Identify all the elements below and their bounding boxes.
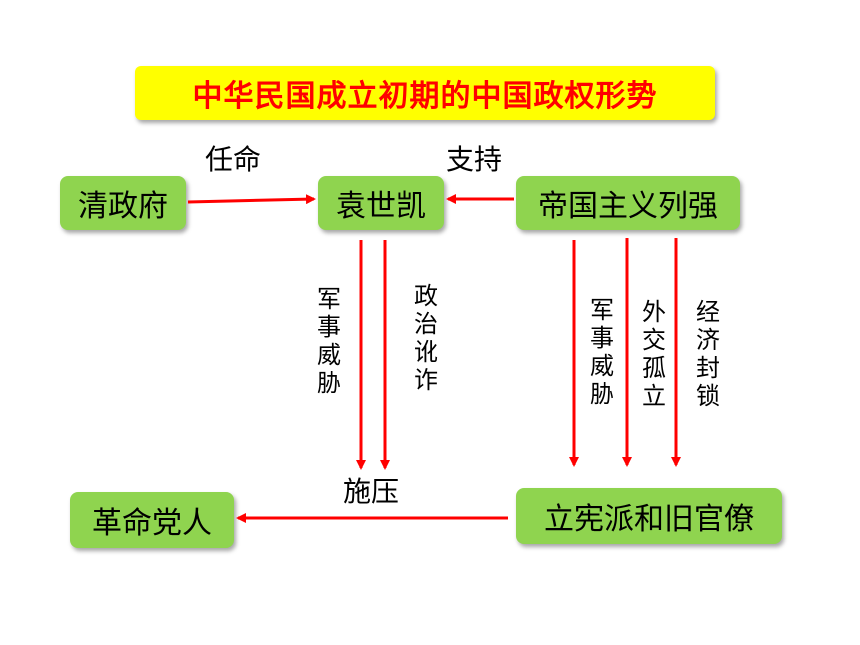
label-support: 支持 (446, 143, 503, 176)
node-qing-government: 清政府 (60, 176, 186, 230)
page-title: 中华民国成立初期的中国政权形势 (135, 66, 715, 120)
label-appoint: 任命 (205, 143, 262, 176)
label-powers-economic-blockade: 经济封锁 (696, 298, 720, 410)
node-imperialist-powers: 帝国主义列强 (516, 176, 740, 230)
label-yuan-political-blackmail: 政治讹诈 (414, 282, 438, 394)
label-powers-diplomatic-isolation: 外交孤立 (642, 298, 666, 410)
arrow-qing-to-yuan (187, 194, 316, 205)
node-revolutionaries: 革命党人 (70, 492, 234, 548)
node-constitutionalists-bureaucrats: 立宪派和旧官僚 (516, 488, 782, 544)
label-powers-military-threat: 军事威胁 (590, 296, 614, 408)
node-yuan-shikai: 袁世凯 (318, 176, 444, 230)
label-pressure: 施压 (343, 475, 400, 508)
label-yuan-military-threat: 军事威胁 (317, 285, 341, 397)
